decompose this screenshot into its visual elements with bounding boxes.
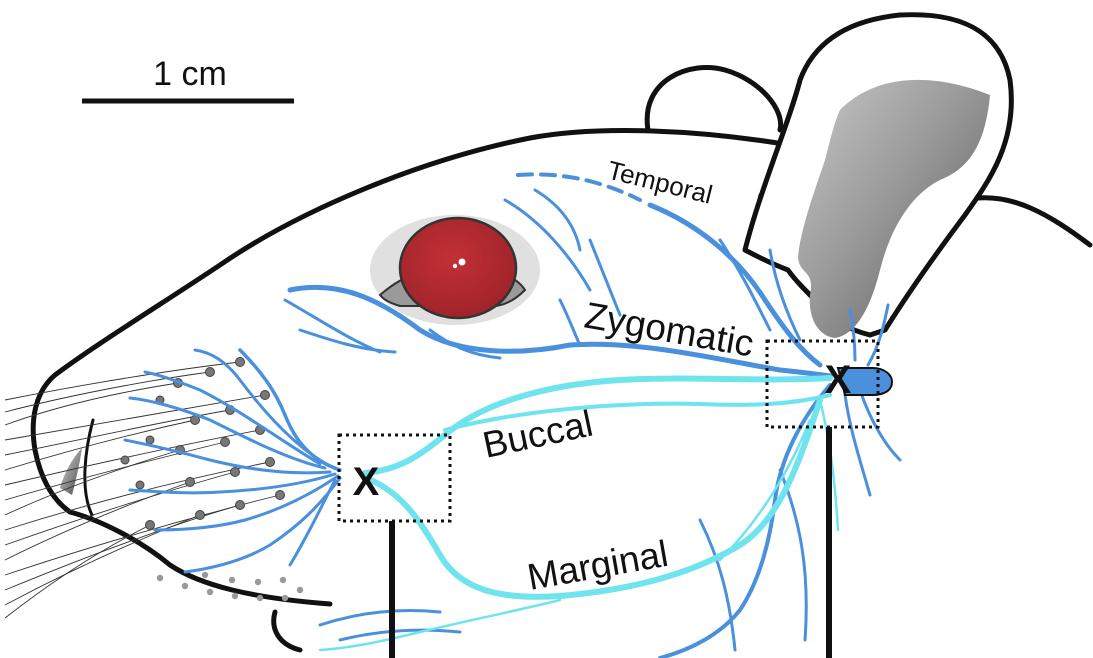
eye-highlight-small — [453, 264, 457, 268]
marginal-label: Marginal — [524, 533, 671, 598]
jaw-outline — [70, 512, 330, 604]
eye-highlight — [459, 259, 466, 266]
eye — [370, 215, 540, 325]
eye-ball — [400, 218, 516, 318]
buccal-nerve — [365, 378, 830, 473]
posterior-cut-marker: X — [825, 358, 852, 402]
neck-outline — [965, 198, 1090, 245]
minor-ear-outline — [647, 68, 780, 131]
scale-bar: 1 cm — [82, 55, 294, 101]
zygomatic-label: Zygomatic — [582, 295, 757, 365]
ear — [745, 15, 1011, 338]
anterior-cut-marker: X — [353, 460, 380, 504]
temporal-label: Temporal — [605, 155, 716, 210]
scale-bar-label: 1 cm — [153, 55, 227, 93]
chin-outline — [274, 612, 300, 650]
nose-line — [85, 420, 93, 515]
